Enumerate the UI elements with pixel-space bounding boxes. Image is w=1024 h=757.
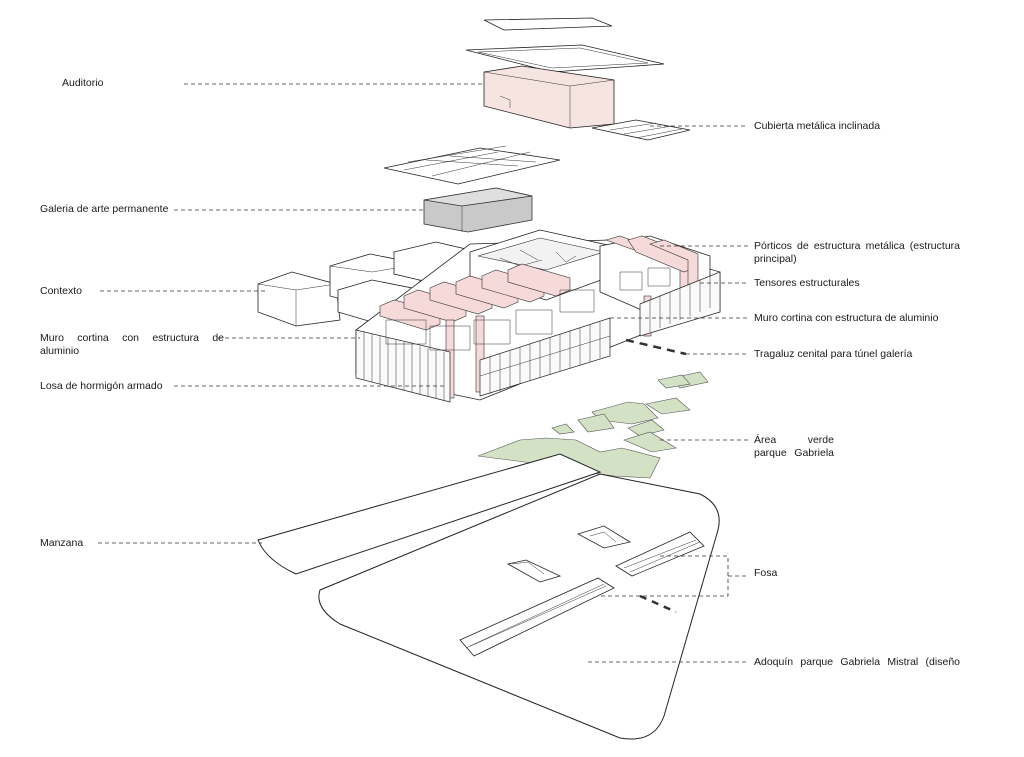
block-outline [257, 453, 720, 740]
label-muro-der: Muro cortina con estructura de aluminio [754, 312, 939, 324]
auditorio-volume [483, 65, 615, 129]
curtain-wall-right [639, 271, 721, 337]
label-area-verde-1: Área verde [754, 434, 834, 446]
roof-panel-top [465, 17, 665, 73]
leader-lines [98, 83, 748, 663]
label-porticos: Pórticos de estructura metálica (estruct… [754, 240, 960, 265]
label-adoquin: Adoquín parque Gabriela Mistral (diseño [754, 656, 960, 668]
label-manzana: Manzana [40, 537, 84, 549]
label-fosa: Fosa [754, 567, 778, 579]
label-tensores: Tensores estructurales [754, 277, 860, 289]
label-area-verde-2: parque Gabriela [754, 447, 834, 459]
fosa-shapes [459, 525, 705, 657]
skylight-dashes [625, 338, 687, 356]
green-areas [477, 371, 709, 479]
label-tragaluz: Tragaluz cenital para túnel galería [754, 348, 913, 360]
inclined-metal-roof [591, 119, 691, 141]
label-auditorio: Auditorio [62, 77, 104, 89]
roof-grid-panels [383, 145, 561, 185]
permanent-gallery-volume [423, 187, 533, 233]
label-muro-izq: Muro cortina con estructura de aluminio [40, 332, 224, 357]
curtain-wall-left [355, 317, 611, 403]
label-contexto: Contexto [40, 285, 83, 297]
building-window-grid [385, 267, 671, 351]
label-losa: Losa de hormigón armado [40, 380, 163, 392]
label-galeria: Galeria de arte permanente [40, 203, 169, 215]
label-cubierta: Cubierta metálica inclinada [754, 120, 881, 132]
